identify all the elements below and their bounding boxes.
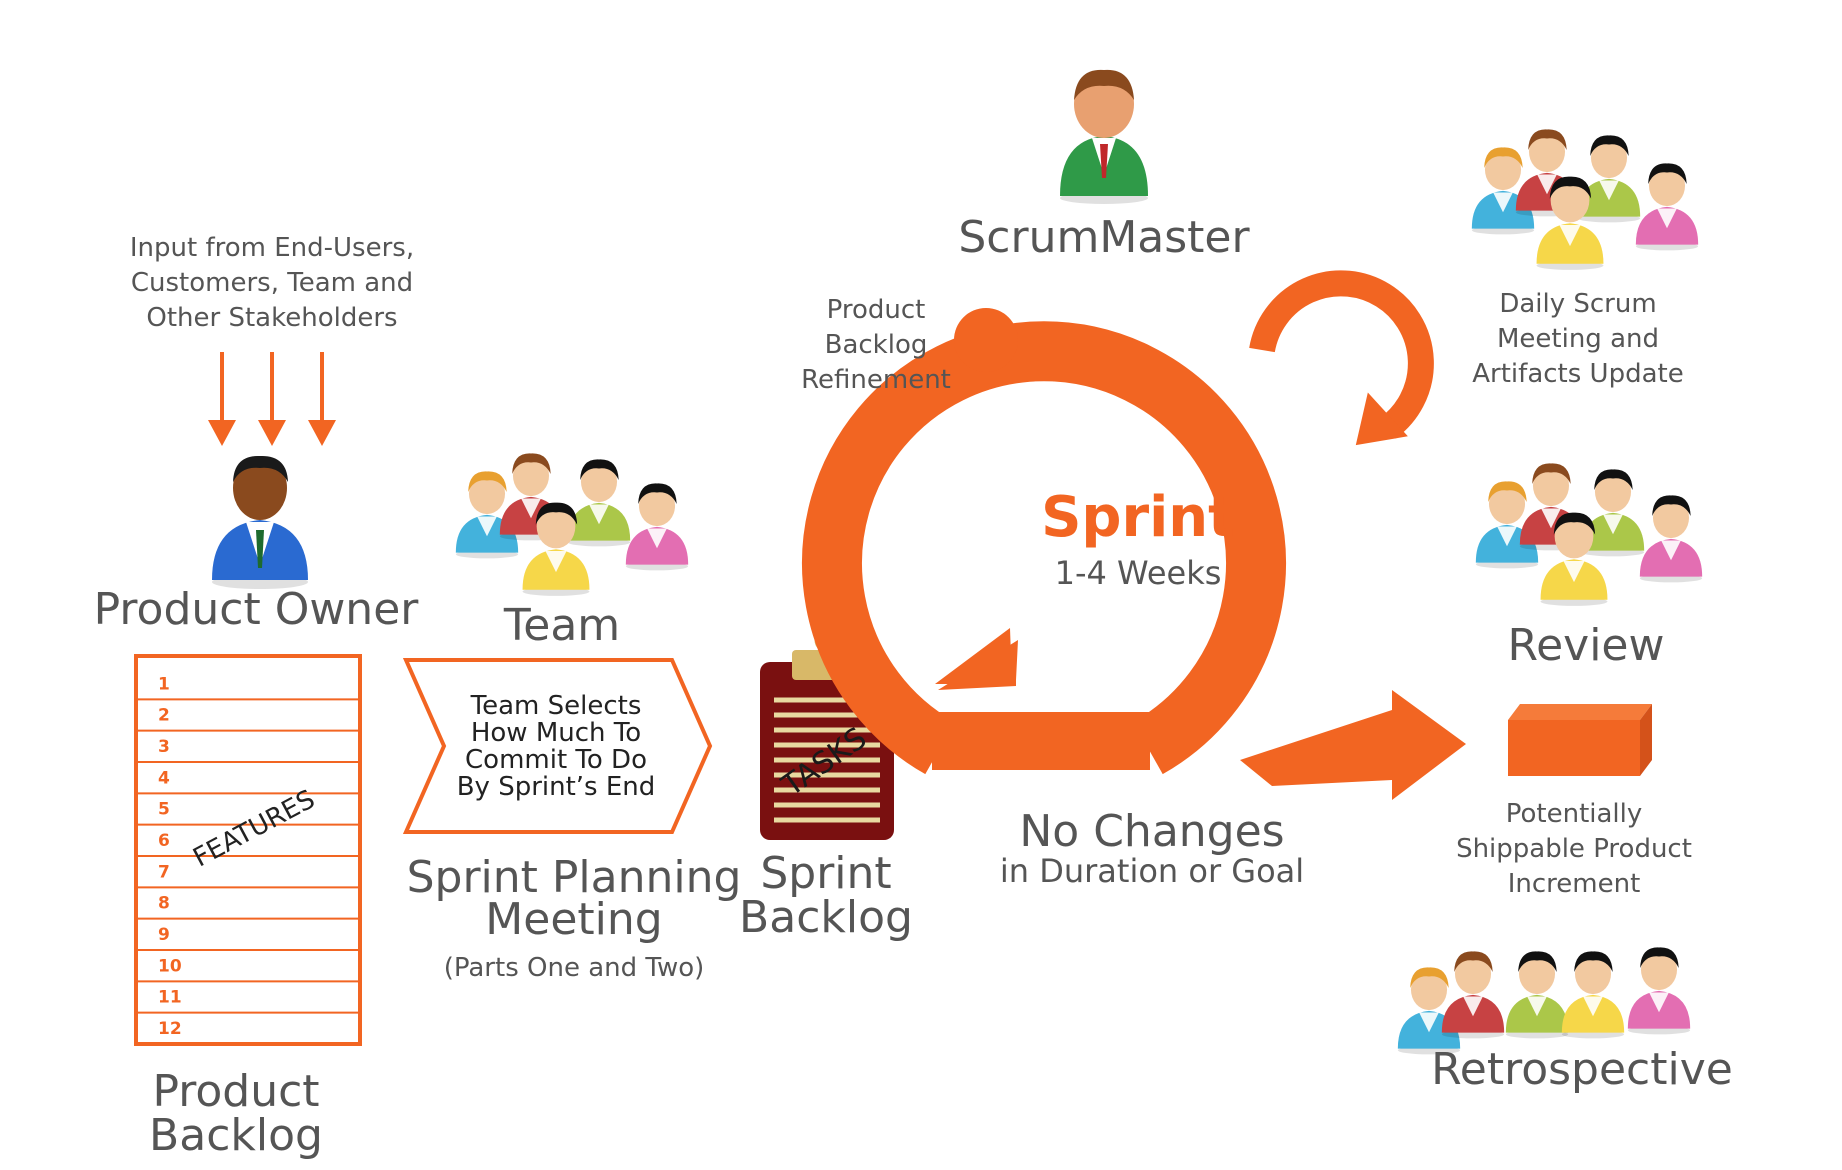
team-label: Team	[503, 600, 620, 651]
team-selects-chevron	[402, 658, 713, 834]
backlog-item-number: 8	[158, 894, 170, 914]
increment-arrow	[1240, 690, 1466, 800]
daily-scrum-label: Daily Scrum Meeting and Artifacts Update	[1472, 289, 1683, 389]
backlog-item-number: 12	[158, 1019, 182, 1039]
product-backlog-label-1: Product	[152, 1066, 319, 1117]
product-owner-label: Product Owner	[94, 584, 420, 635]
clipboard-lines	[774, 697, 880, 823]
daily-scrum-line-2: Meeting and	[1497, 324, 1659, 354]
increment-label: Potentially Shippable Product Increment	[1456, 799, 1692, 899]
refinement-line-1: Product	[827, 295, 926, 325]
input-line-1: Input from End-Users,	[130, 233, 414, 263]
input-label: Input from End-Users, Customers, Team an…	[130, 233, 414, 333]
increment-line-2: Shippable Product	[1456, 834, 1692, 864]
team-people-group-icon	[455, 453, 689, 596]
team-selects-line-3: Commit To Do	[465, 745, 647, 775]
team-selects-line-4: By Sprint’s End	[457, 772, 656, 802]
backlog-item-number: 1	[158, 674, 170, 694]
backlog-item-number: 7	[158, 862, 170, 882]
team-selects-line-1: Team Selects	[470, 691, 642, 721]
backlog-item-number: 5	[158, 800, 170, 820]
refinement-line-2: Backlog	[825, 330, 928, 360]
daily-loop	[1249, 270, 1434, 439]
input-arrow-2-head	[258, 420, 286, 446]
sprint-bottom-bar	[932, 712, 1150, 770]
daily-scrum-line-1: Daily Scrum	[1499, 289, 1656, 319]
backlog-item-number: 11	[158, 988, 182, 1008]
product-backlog-frame	[134, 654, 362, 1046]
sprint-backlog-label-1: Sprint	[760, 848, 891, 899]
team-selects-text: Team Selects How Much To Commit To Do By…	[457, 691, 656, 802]
backlog-item-number: 6	[158, 831, 170, 851]
sprint-cycle-graphic	[802, 270, 1466, 800]
sprint-backlog-label-2: Backlog	[739, 892, 913, 943]
input-arrow-1-head	[208, 420, 236, 446]
sprint-duration: 1-4 Weeks	[1055, 554, 1222, 592]
input-arrow-3-head	[308, 420, 336, 446]
review-people-group-icon	[1475, 463, 1703, 606]
sprint-planning-label-1: Sprint Planning	[407, 852, 742, 903]
sprint-title: Sprint	[1041, 485, 1235, 550]
sprint-planning-sub: (Parts One and Two)	[444, 953, 705, 983]
backlog-item-number: 3	[158, 737, 170, 757]
backlog-item-number: 4	[158, 768, 170, 788]
businessman-green-suit-icon	[1060, 69, 1148, 204]
retrospective-people-group-icon	[1397, 947, 1691, 1055]
businessman-blue-suit-icon	[212, 455, 308, 589]
refinement-label: Product Backlog Refinement	[801, 295, 951, 395]
review-label: Review	[1508, 620, 1665, 671]
backlog-item-number: 9	[158, 925, 170, 945]
scrum-master-label: ScrumMaster	[958, 212, 1250, 263]
refinement-line-3: Refinement	[801, 365, 951, 395]
backlog-item-number: 2	[158, 706, 170, 726]
no-changes-label: No Changes	[1019, 806, 1284, 857]
sprint-loop	[802, 321, 1286, 775]
retrospective-label: Retrospective	[1431, 1044, 1733, 1095]
refinement-knob	[954, 308, 1018, 372]
no-changes-sub: in Duration or Goal	[1000, 852, 1304, 890]
increment-line-3: Increment	[1508, 869, 1641, 899]
backlog-item-number: 10	[158, 956, 182, 976]
team-selects-line-2: How Much To	[471, 718, 641, 748]
increment-line-1: Potentially	[1506, 799, 1643, 829]
product-backlog-label-2: Backlog	[149, 1110, 323, 1161]
input-line-2: Customers, Team and	[131, 268, 413, 298]
input-line-3: Other Stakeholders	[146, 303, 397, 333]
daily-loop-head	[1355, 392, 1408, 446]
daily-scrum-line-3: Artifacts Update	[1472, 359, 1683, 389]
orange-box-icon	[1508, 704, 1652, 776]
input-arrows	[208, 352, 336, 446]
daily-scrum-people-group-icon	[1471, 129, 1699, 270]
sprint-planning-label-2: Meeting	[485, 894, 662, 945]
